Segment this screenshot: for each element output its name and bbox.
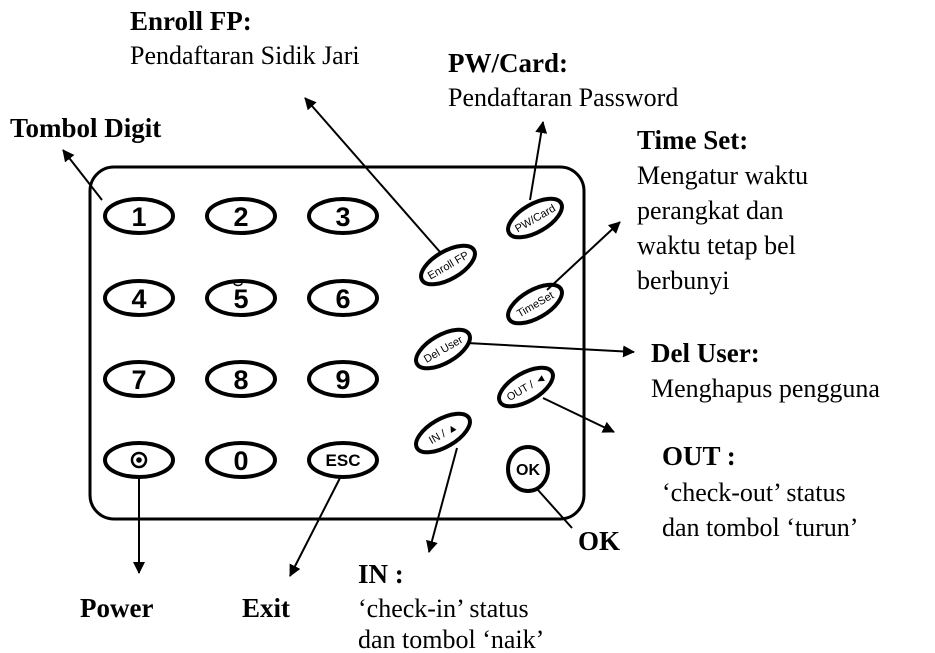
key-7[interactable]: 7 — [103, 360, 175, 398]
key-pw-card[interactable]: PW/Card — [502, 191, 568, 245]
in-line-2: dan tombol ‘naik’ — [358, 625, 544, 653]
key-enroll-fp[interactable]: Enroll FP — [415, 238, 481, 292]
time-set-title: Time Set: — [637, 125, 748, 155]
arrow-pw-card — [529, 121, 548, 201]
arrow-enroll-fp — [304, 97, 441, 253]
key-del-user[interactable]: Del User — [410, 322, 476, 376]
exit-title: Exit — [242, 593, 290, 623]
key-0[interactable]: 0 — [205, 441, 277, 479]
key-2[interactable]: 2 — [205, 197, 277, 235]
key-5-dot-icon — [233, 279, 243, 287]
key-ok[interactable]: OK — [506, 445, 550, 493]
key-time-set[interactable]: TimeSet — [502, 277, 568, 331]
arrow-del-user — [466, 342, 635, 358]
key-1-label: 1 — [131, 202, 146, 232]
time-set-line-3: waktu tetap bel — [637, 231, 796, 260]
key-in[interactable]: IN / ▲ — [410, 406, 476, 460]
enroll-fp-title: Enroll FP: — [130, 6, 252, 36]
key-8-label: 8 — [233, 365, 248, 395]
keypad-body — [88, 165, 586, 521]
key-2-label: 2 — [233, 202, 248, 232]
tombol-digit-title: Tombol Digit — [10, 113, 161, 143]
pw-card-desc: Pendaftaran Password — [448, 83, 678, 112]
arrow-exit — [289, 477, 341, 577]
in-title: IN : — [358, 559, 404, 589]
line-ok — [537, 489, 573, 529]
key-8[interactable]: 8 — [205, 360, 277, 398]
key-5[interactable]: 5 — [205, 279, 277, 317]
power-title: Power — [80, 593, 153, 623]
time-set-line-2: perangkat dan — [637, 196, 784, 225]
key-0-label: 0 — [233, 446, 248, 476]
del-user-title: Del User: — [651, 338, 760, 368]
key-esc[interactable]: ESC — [307, 441, 379, 479]
key-5-label: 5 — [233, 284, 248, 314]
power-icon — [130, 451, 148, 469]
key-7-label: 7 — [131, 365, 146, 395]
key-power[interactable] — [103, 441, 175, 479]
key-9-label: 9 — [335, 365, 350, 395]
key-6[interactable]: 6 — [307, 279, 379, 317]
ok-title: OK — [578, 526, 620, 556]
key-4-label: 4 — [131, 284, 146, 314]
out-line-1: ‘check-out’ status — [662, 478, 846, 507]
out-title: OUT : — [662, 441, 736, 471]
del-user-desc: Menghapus pengguna — [651, 374, 880, 403]
time-set-line-1: Mengatur waktu — [637, 161, 808, 190]
key-3-label: 3 — [335, 202, 350, 232]
in-line-1: ‘check-in’ status — [358, 594, 529, 623]
key-6-label: 6 — [335, 284, 350, 314]
arrow-time-set — [546, 221, 621, 291]
enroll-fp-desc: Pendaftaran Sidik Jari — [130, 41, 360, 70]
out-line-2: dan tombol ‘turun’ — [662, 513, 858, 542]
key-3[interactable]: 3 — [307, 197, 379, 235]
key-out[interactable]: OUT / ◄ — [493, 360, 559, 414]
key-ok-label: OK — [516, 462, 540, 479]
arrow-out — [542, 397, 615, 433]
arrow-tombol-digit — [62, 149, 103, 201]
arrow-in — [426, 447, 458, 553]
key-9[interactable]: 9 — [307, 360, 379, 398]
key-esc-label: ESC — [326, 451, 361, 470]
time-set-line-4: berbunyi — [637, 266, 729, 295]
pw-card-title: PW/Card: — [448, 48, 568, 78]
key-1[interactable]: 1 — [103, 197, 175, 235]
key-4[interactable]: 4 — [103, 279, 175, 317]
